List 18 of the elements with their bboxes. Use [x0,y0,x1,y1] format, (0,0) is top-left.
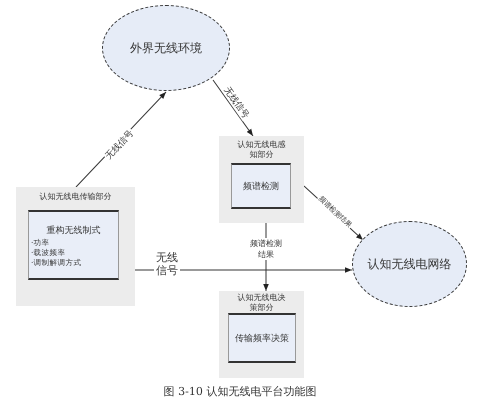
box-title: 频谱检测 [243,180,279,192]
panel [16,187,135,306]
panel-heading: 认知无线电传输部分 [38,192,112,202]
box-title: 重构无线制式 [46,224,102,238]
caption: 图 3-10 认知无线电平台功能图 [162,384,318,399]
node-label: 认知无线电网络 [368,256,452,272]
process-box [231,163,291,209]
panel [219,291,304,378]
edge-label: 无线信号 [154,251,180,277]
panel-heading: 认知无线电决策部分 [236,293,286,313]
panel-heading: 认知无线电感知部分 [236,140,286,160]
panel [219,136,304,223]
box-title: 传输频率决策 [235,332,289,344]
arrow [212,80,254,136]
node-label: 外界无线环境 [130,40,202,56]
process-box [228,313,296,363]
edge-label: 频谱检测结果 [248,238,284,260]
process-box [28,210,119,280]
